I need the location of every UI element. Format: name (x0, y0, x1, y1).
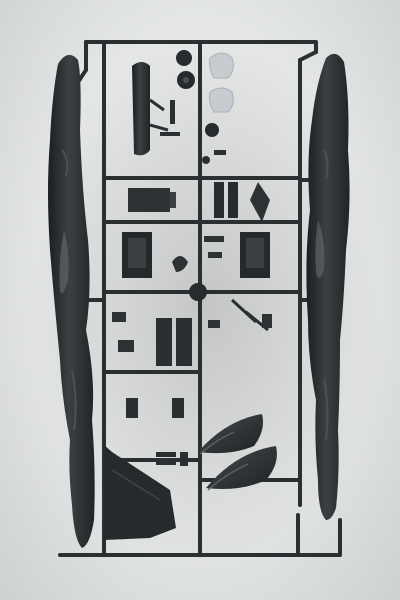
tail-fin-panel-line (111, 469, 161, 501)
box-parts-row-3 (112, 298, 272, 366)
drop-tank-parts (198, 414, 277, 491)
fuselage-half-left (48, 54, 95, 548)
fuselage-right-panel-line (323, 379, 329, 441)
small-detail-parts-upper (160, 100, 226, 164)
box-parts-row-1 (128, 182, 270, 222)
fuselage-left-panel-line (71, 369, 77, 431)
wheel-parts (176, 50, 219, 137)
fuselage-half-right (306, 53, 350, 520)
round-hub-part (189, 283, 207, 301)
tail-fin-part (104, 445, 176, 540)
fuselage-right-cockpit-line (323, 149, 329, 179)
clear-canopy-parts (209, 52, 234, 113)
intake-duct-part (132, 62, 150, 156)
sprue-shadow (30, 35, 380, 565)
cockpit-tub-parts (122, 232, 270, 278)
small-detail-parts-lower (126, 398, 188, 466)
fuselage-right-intake-detail (315, 220, 325, 279)
intake-duct-gates (149, 98, 169, 132)
fuselage-left-intake-detail (59, 230, 69, 294)
fuselage-left-cockpit-line (61, 149, 69, 177)
